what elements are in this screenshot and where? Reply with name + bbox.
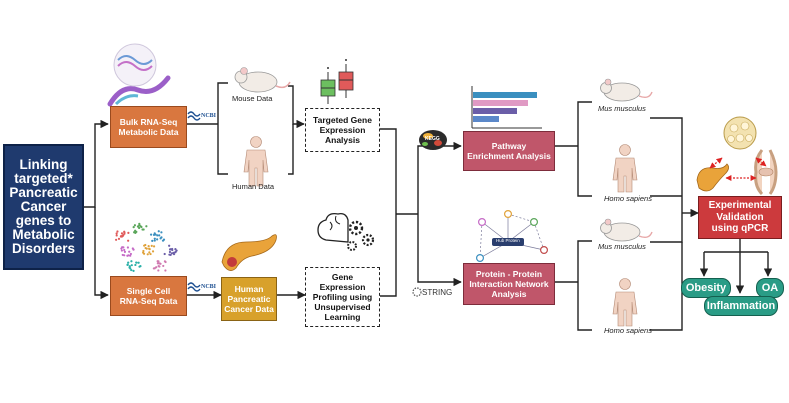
ppi-network-box: Protein - Protein Interaction Network An… (463, 263, 555, 305)
connector-bulk-mouse (217, 82, 228, 124)
connector-title-single (94, 207, 109, 300)
pathway-enrichment-box: Pathway Enrichment Analysis (463, 131, 555, 171)
experimental-validation-box: Experimental Validation using qPCR (698, 196, 782, 239)
human-data-label: Human Data (232, 182, 275, 191)
ncbi-label-2: NCBI (201, 284, 217, 290)
string-label: STRING (422, 288, 453, 297)
cell-cluster-icon (114, 222, 178, 273)
obesity-pill: Obesity (681, 278, 731, 298)
homo-sapiens-label-2: Homo sapiens (604, 326, 652, 335)
human-pancreatic-cancer-box: Human Pancreatic Cancer Data (221, 277, 277, 321)
human-icon (243, 136, 269, 187)
mus-musculus-label-2: Mus musculus (598, 242, 646, 251)
connector-mus1-val (650, 117, 683, 213)
brain-gears-icon (317, 212, 375, 251)
connector-targeted-merge (380, 128, 397, 214)
mouse-icon-mus2 (600, 218, 653, 242)
string-logo-icon (412, 287, 422, 297)
mouse-icon (234, 67, 291, 93)
single-cell-box: Single Cell RNA-Seq Data (110, 276, 187, 316)
connector-human-targeted (288, 124, 294, 175)
bar-chart-icon (471, 86, 542, 129)
kegg-label: KEGG (425, 136, 440, 142)
human-icon-homo1 (612, 144, 638, 193)
title-box: Linking targeted* Pancreatic Cancer gene… (3, 144, 84, 270)
adipose-pancreas-joint-icon (696, 116, 778, 196)
connector-ppi-homo (577, 282, 592, 331)
connector-geneexpr-merge (380, 214, 397, 297)
ncbi-label-1: NCBI (201, 113, 217, 119)
inflammation-pill: Inflammation (704, 296, 778, 316)
connector-ppi-mus (577, 240, 592, 282)
connector-pathway-homo (577, 146, 592, 197)
mouse-data-label: Mouse Data (232, 94, 273, 103)
mus-musculus-label-1: Mus musculus (598, 104, 646, 113)
connector-title-split (84, 119, 109, 208)
pancreas-icon (221, 234, 277, 271)
network-nodes (476, 210, 548, 263)
boxplot-icon (320, 59, 354, 104)
homo-sapiens-label-1: Homo sapiens (604, 194, 652, 203)
connector-mus2-val (650, 213, 683, 243)
gene-expression-profiling-box: Gene Expression Profiling using Unsuperv… (305, 267, 380, 327)
dna-icon (107, 43, 171, 107)
connector-mouse-targeted (288, 85, 305, 129)
targeted-gene-expression-box: Targeted Gene Expression Analysis (305, 108, 380, 152)
connector-bulk-human (217, 124, 228, 175)
mouse-icon-mus1 (600, 78, 653, 102)
connector-homo2-val (650, 242, 683, 331)
human-icon-homo2 (612, 278, 638, 327)
bulk-rnaseq-box: Bulk RNA-Seq Metabolic Data (110, 106, 187, 148)
connector-split-pathway (417, 141, 462, 214)
ncbi-logo-icon-2 (187, 282, 201, 292)
ncbi-logo-icon (187, 111, 201, 121)
kegg-logo-icon (419, 130, 447, 150)
hub-protein-label: Hub Protein (496, 238, 520, 243)
oa-pill: OA (756, 278, 784, 298)
connector-pathway-mus (577, 101, 592, 146)
connector-split-ppi (417, 214, 462, 287)
